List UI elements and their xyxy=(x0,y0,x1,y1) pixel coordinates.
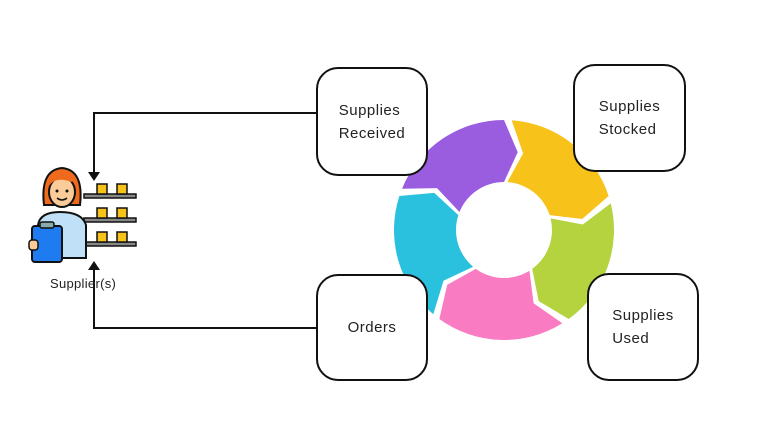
box-supplies-received: Supplies Received xyxy=(316,67,428,176)
arrowhead-down xyxy=(88,172,100,181)
box-supplies-stocked: Supplies Stocked xyxy=(573,64,686,172)
arrowhead-up xyxy=(88,261,100,270)
warehouse-worker-icon xyxy=(28,166,137,263)
box-label: Orders xyxy=(347,319,397,336)
box-label: Supplies Received xyxy=(338,101,406,142)
connector-orders-to-supplier xyxy=(93,266,316,329)
connector-received-to-supplier xyxy=(93,112,316,176)
box-label: Supplies Stocked xyxy=(598,98,661,138)
supplier-label: Supplier(s) xyxy=(50,276,117,291)
cycle-segment-yellow xyxy=(507,120,609,220)
box-label: Supplies Used xyxy=(612,307,674,347)
cycle-segment-pink xyxy=(439,268,563,340)
cycle-segment-purple xyxy=(402,120,518,213)
box-supplies-used: Supplies Used xyxy=(587,273,699,381)
box-orders: Orders xyxy=(316,274,428,381)
